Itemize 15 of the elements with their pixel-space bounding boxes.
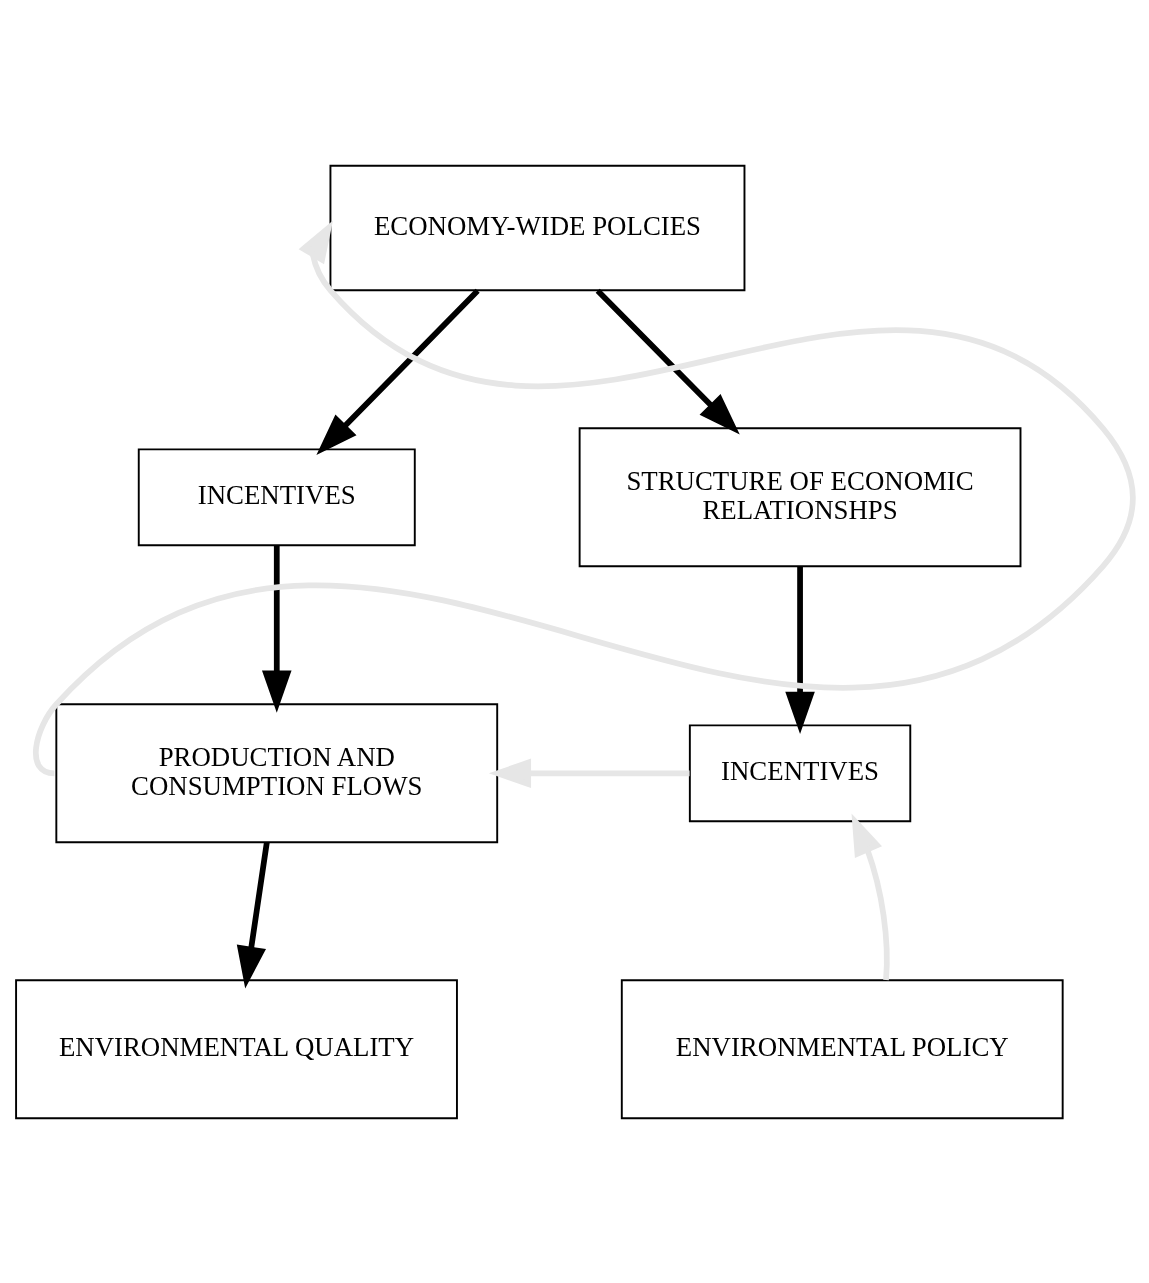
arrow (261, 544, 292, 713)
arrow (595, 288, 740, 434)
arrow (488, 758, 690, 788)
node-box: STRUCTURE OF ECONOMIC RELATIONSHPS (578, 426, 1022, 567)
node-box: ECONOMY-WIDE POLCIES (329, 164, 746, 291)
node-box: ENVIRONMENTAL QUALITY (15, 978, 458, 1119)
node-box: INCENTIVES (137, 447, 416, 546)
arrow (851, 812, 890, 980)
node-box: INCENTIVES (688, 723, 912, 822)
arrow (316, 288, 480, 455)
node-box: ENVIRONMENTAL POLICY (620, 978, 1064, 1119)
arrow (33, 220, 1136, 776)
node-box: PRODUCTION AND CONSUMPTION FLOWS (55, 702, 499, 843)
arrow (236, 841, 270, 989)
arrow (785, 566, 815, 734)
